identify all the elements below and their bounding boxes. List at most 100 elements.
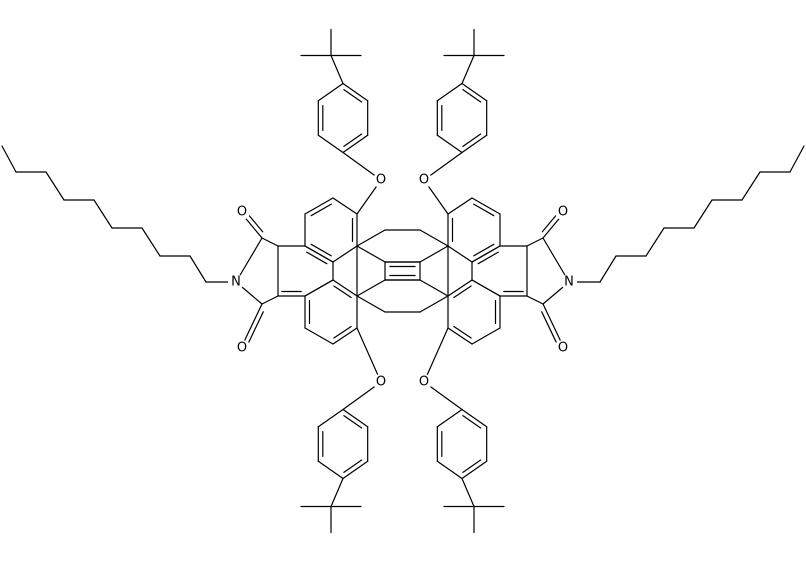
- alkyl-bond: [693, 199, 713, 229]
- carbonyl-oxygen-tl: O: [237, 205, 247, 220]
- single-bond: [419, 295, 449, 313]
- single-bond: [235, 237, 263, 283]
- carbonyl-oxygen-tr-mask: [555, 204, 571, 220]
- carbonyl-oxygen-br-mask: [555, 340, 571, 356]
- ether-oxygen-2-mask: [416, 172, 432, 188]
- ether-oxygen-4: O: [419, 375, 429, 390]
- double-bond: [342, 460, 369, 480]
- double-bond: [461, 408, 488, 428]
- bond-layer: [1, 28, 805, 534]
- carbonyl-oxygen-br: O: [558, 341, 568, 356]
- double-bond-inner: [333, 325, 352, 339]
- single-bond: [317, 460, 344, 480]
- nitrogen-left: N: [231, 275, 241, 290]
- single-bond: [332, 197, 358, 215]
- double-bond-inner: [473, 243, 495, 257]
- ether-oxygen-4-mask: [416, 374, 432, 390]
- single-bond: [261, 237, 279, 247]
- double-bond-inner: [477, 251, 499, 265]
- double-bond-inner: [541, 213, 558, 233]
- double-bond-inner: [462, 459, 482, 473]
- single-bond: [526, 295, 544, 305]
- single-bond: [356, 279, 386, 297]
- single-bond: [447, 197, 473, 215]
- alkyl-bond: [45, 171, 65, 201]
- double-bond-inner: [310, 203, 332, 217]
- single-bond: [317, 82, 344, 102]
- single-bond: [317, 408, 344, 428]
- single-bond: [419, 229, 449, 247]
- single-bond: [436, 82, 463, 102]
- single-bond: [436, 408, 463, 428]
- alkyl-bond: [599, 255, 617, 283]
- single-bond: [356, 245, 386, 263]
- double-bond: [342, 408, 369, 428]
- double-bond-inner: [462, 415, 482, 429]
- alkyl-bond: [189, 255, 207, 283]
- alkyl-bond: [741, 171, 761, 201]
- double-bond: [342, 82, 369, 102]
- double-bond-inner: [333, 285, 352, 299]
- double-bond: [447, 279, 473, 297]
- double-bond: [542, 303, 564, 347]
- nitrogen-left-mask: [228, 274, 244, 290]
- double-bond-inner: [343, 89, 363, 103]
- double-bond-inner: [462, 133, 482, 147]
- single-bond: [261, 295, 279, 305]
- single-bond: [447, 245, 473, 263]
- double-bond-inner: [343, 415, 363, 429]
- double-bond: [332, 327, 358, 345]
- double-bond-inner: [310, 243, 332, 257]
- single-bond: [471, 279, 501, 297]
- carbonyl-oxygen-bl: O: [237, 341, 247, 356]
- carbonyl-oxygen-bl-mask: [234, 340, 250, 356]
- single-bond: [304, 279, 334, 297]
- carbonyl-oxygen-tl-mask: [234, 204, 250, 220]
- alkyl-bond: [645, 227, 665, 257]
- ether-oxygen-3: O: [376, 375, 386, 390]
- tbutyl-bond: [330, 477, 344, 508]
- double-bond-inner: [247, 213, 264, 233]
- double-bond-inner: [462, 89, 482, 103]
- single-bond: [436, 134, 463, 154]
- double-bond: [332, 279, 358, 297]
- double-bond: [471, 197, 501, 215]
- single-bond: [304, 327, 334, 345]
- double-bond: [461, 82, 488, 102]
- tbutyl-bond: [461, 54, 475, 85]
- single-bond: [356, 295, 386, 313]
- double-bond: [241, 303, 263, 347]
- tbutyl-bond: [461, 477, 475, 508]
- double-bond-inner: [453, 285, 472, 299]
- single-bond: [436, 460, 463, 480]
- ether-oxygen-2: O: [419, 173, 429, 188]
- single-bond: [471, 327, 501, 345]
- double-bond-inner: [541, 311, 557, 343]
- single-bond: [317, 134, 344, 154]
- single-bond: [542, 237, 570, 283]
- single-bond: [526, 237, 544, 247]
- alkyl-bond: [1, 145, 17, 173]
- double-bond: [342, 134, 369, 154]
- single-bond: [332, 245, 358, 263]
- double-bond-inner: [248, 311, 264, 343]
- double-bond: [461, 460, 488, 480]
- double-bond-inner: [453, 325, 472, 339]
- tbutyl-bond: [330, 54, 344, 85]
- ether-oxygen-1: O: [376, 173, 386, 188]
- double-bond-inner: [473, 203, 495, 217]
- ether-bond: [356, 327, 382, 383]
- single-bond: [356, 229, 386, 247]
- single-bond: [419, 245, 449, 263]
- alkyl-bond: [93, 199, 113, 229]
- double-bond-inner: [306, 251, 328, 265]
- ether-oxygen-3-mask: [373, 374, 389, 390]
- ether-oxygen-1-mask: [373, 172, 389, 188]
- double-bond: [447, 327, 473, 345]
- double-bond: [304, 245, 334, 263]
- double-bond-inner: [343, 459, 363, 473]
- single-bond: [419, 279, 449, 297]
- alkyl-bond: [789, 145, 805, 173]
